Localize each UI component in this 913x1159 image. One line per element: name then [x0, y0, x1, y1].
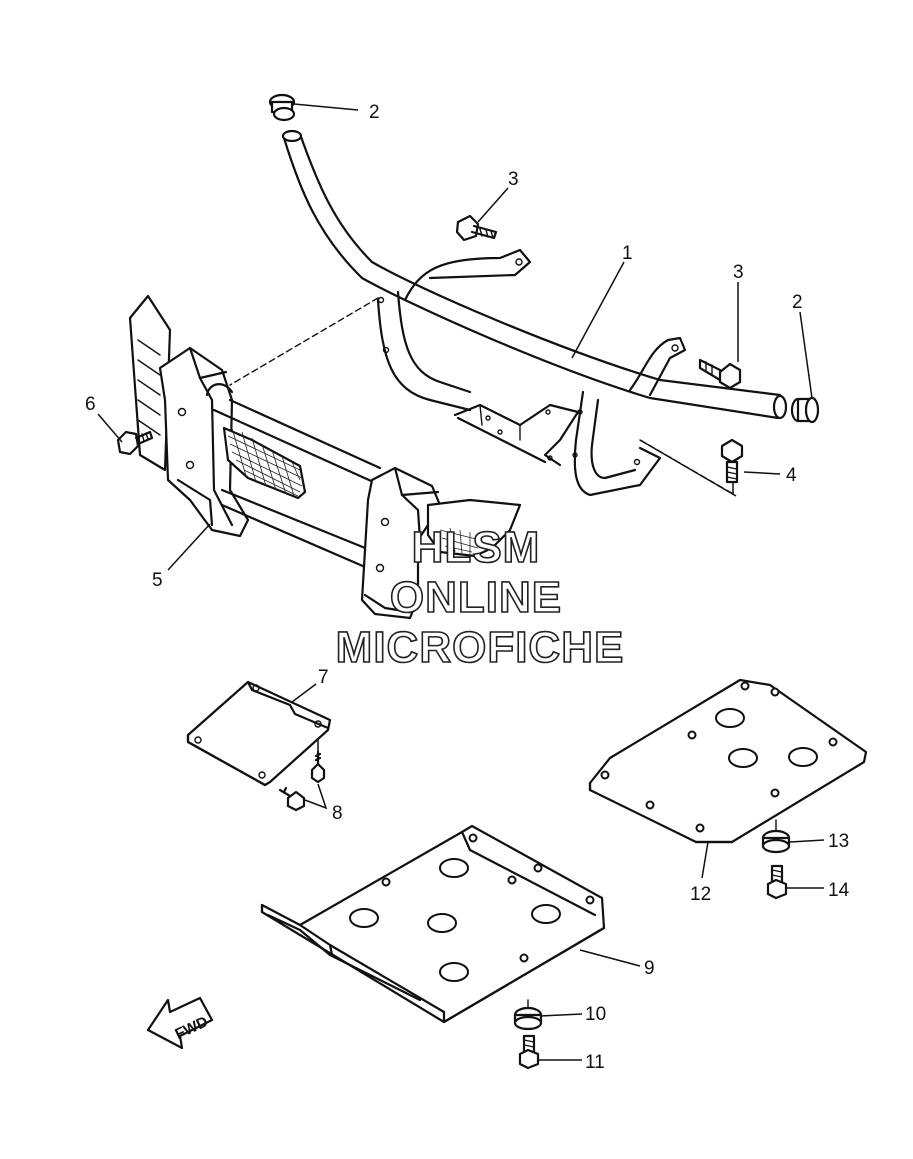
callout-9: 9	[644, 958, 655, 979]
guard-mesh	[227, 427, 303, 497]
callout-5: 5	[152, 570, 163, 591]
callout-2-right: 2	[792, 292, 803, 313]
part-5-front-guard	[128, 294, 522, 620]
callout-12: 12	[690, 884, 711, 905]
leader-lines	[97, 103, 825, 1061]
callout-labels: 1 2 2 3 3 4 5 6 7 8 9 10 11 12 13 14	[85, 102, 850, 1073]
fwd-arrow-icon: FWD	[146, 996, 214, 1050]
callout-7: 7	[318, 667, 329, 688]
callout-4: 4	[786, 465, 797, 486]
part-1-bumper-tube	[229, 129, 788, 497]
part-14-bolt	[766, 864, 788, 900]
callout-14: 14	[828, 880, 850, 901]
part-10-collar	[513, 999, 543, 1031]
part-11-bolt	[518, 1034, 540, 1070]
part-13-collar	[761, 819, 791, 854]
callout-8: 8	[332, 803, 343, 824]
callout-11: 11	[585, 1052, 605, 1073]
callout-10: 10	[585, 1004, 606, 1025]
callout-2-top: 2	[369, 102, 380, 123]
watermark: HLSM ONLINE MICROFICHE	[335, 522, 625, 673]
part-2-end-cap-right	[790, 396, 820, 424]
callout-13: 13	[828, 831, 849, 852]
callout-3-upper: 3	[508, 169, 519, 190]
part-6-bolt	[116, 430, 154, 456]
part-8-screws	[278, 740, 326, 812]
watermark-line-2: ONLINE	[390, 573, 562, 622]
part-7-guard-plate	[186, 680, 332, 787]
part-2-end-cap-top	[268, 93, 296, 122]
watermark-line-1: HLSM	[412, 523, 541, 572]
part-3-bolt-right	[698, 358, 742, 390]
callout-3-right: 3	[733, 262, 744, 283]
part-4-flange-bolt	[720, 438, 744, 484]
part-9-skid-plate	[260, 824, 606, 1024]
watermark-line-3: MICROFICHE	[336, 623, 625, 672]
callout-1: 1	[622, 243, 633, 264]
part-12-plate	[588, 678, 868, 844]
part-3-bolt-upper	[455, 214, 498, 242]
callout-6: 6	[85, 394, 96, 415]
